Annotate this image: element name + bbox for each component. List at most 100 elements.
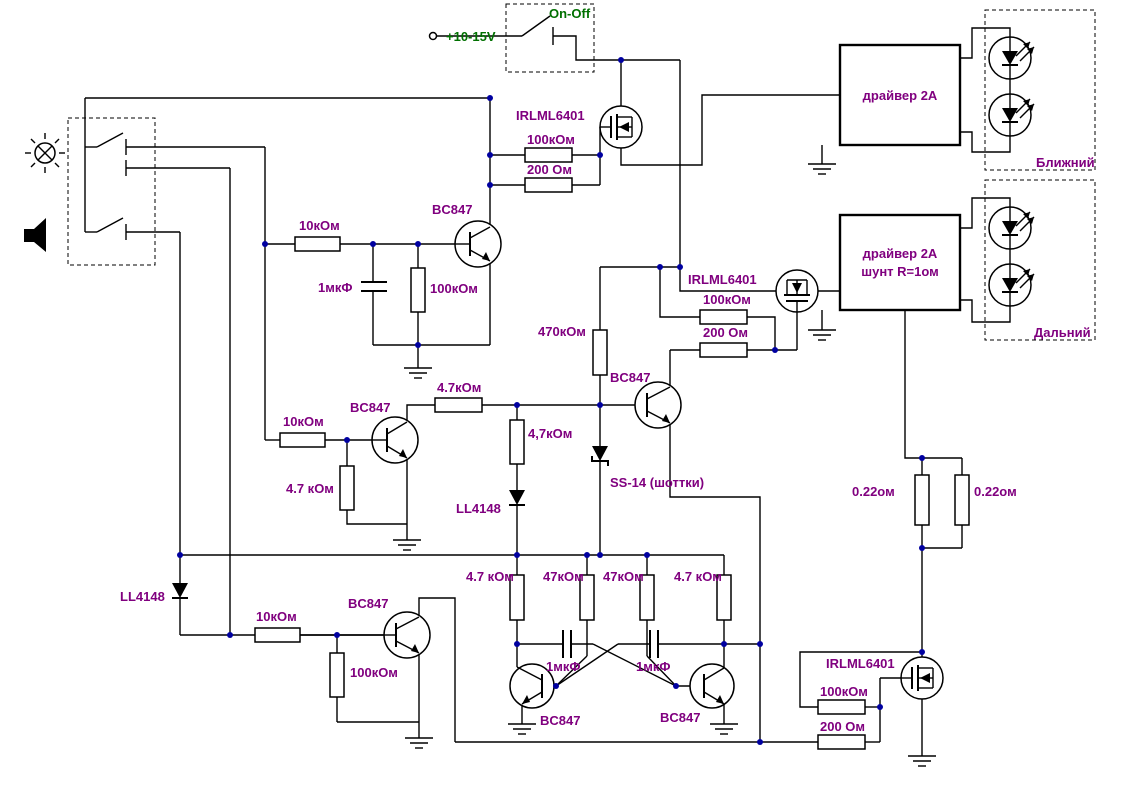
capacitor-c2: [649, 630, 659, 658]
resistor-r16-label: 47кОм: [603, 569, 644, 584]
handlebar-controls-box: [67, 117, 156, 266]
resistor-r21-label: 0.22ом: [974, 484, 1017, 499]
diode-d2: [509, 490, 525, 506]
resistor-r19: [817, 734, 866, 750]
horn-icon: [24, 218, 46, 252]
diode-d3-schottky: [591, 446, 609, 466]
resistor-r20: [914, 474, 930, 526]
diode-d1-label: LL4148: [120, 589, 165, 604]
driver-low-beam-block: [838, 43, 962, 147]
resistor-r21: [954, 474, 970, 526]
mosfet-m1-label: IRLML6401: [516, 108, 585, 123]
capacitor-c3: [361, 281, 387, 292]
resistor-r18: [817, 699, 866, 715]
resistor-r9: [434, 397, 483, 413]
transistor-q3-label: BC847: [610, 370, 650, 385]
led-3: [988, 206, 1035, 250]
onoff-switch-box: [505, 3, 595, 73]
capacitor-c1: [562, 630, 572, 658]
resistor-r11-label: 4.7 кОм: [286, 481, 334, 496]
resistor-bodies: [254, 147, 970, 750]
mosfet-m3-label: IRLML6401: [826, 656, 895, 671]
resistor-r18-label: 100кОм: [820, 684, 868, 699]
resistor-r16: [639, 574, 655, 621]
resistor-r19-label: 200 Ом: [820, 719, 865, 734]
transistor-q4-label: BC847: [348, 596, 388, 611]
beam-low-label: Ближний: [1036, 155, 1095, 170]
driver-high-label-2: шунт R=1ом: [861, 264, 939, 279]
resistor-r1: [524, 147, 573, 163]
transistor-q1-label: BC847: [432, 202, 472, 217]
ground-icon: [508, 723, 536, 735]
mosfet-m3: [900, 656, 944, 700]
resistor-r12: [254, 627, 301, 643]
resistor-r14: [509, 574, 525, 621]
resistor-r15-label: 47кОм: [543, 569, 584, 584]
resistor-r15: [579, 574, 595, 621]
resistor-r1-label: 100кОм: [527, 132, 575, 147]
resistor-r7: [592, 329, 608, 376]
ground-icon: [908, 755, 936, 767]
capacitor-c3-label: 1мкФ: [318, 280, 352, 295]
driver-low-label: драйвер 2А: [863, 88, 938, 103]
driver-high-label-1: драйвер 2А: [863, 246, 938, 261]
high-beam-led-box: [984, 179, 1096, 341]
ground-icon: [405, 737, 433, 749]
transistor-q2: [371, 416, 419, 464]
resistor-r20-label: 0.22ом: [852, 484, 895, 499]
headlight-icon: [25, 133, 65, 173]
ground-icon: [808, 329, 836, 341]
resistor-r8: [279, 432, 326, 448]
ground-icon: [393, 539, 421, 551]
mosfet-m1: [599, 105, 643, 149]
resistor-r13: [329, 652, 345, 698]
led-2: [988, 93, 1035, 137]
low-beam-led-box: [984, 9, 1096, 171]
resistor-r6: [699, 342, 748, 358]
resistor-r4: [410, 267, 426, 313]
transistor-q3: [634, 381, 682, 429]
driver-high-beam-block: [838, 213, 962, 312]
transistor-q1: [454, 220, 502, 268]
mosfet-m2-label: IRLML6401: [688, 272, 757, 287]
resistor-r3: [294, 236, 341, 252]
resistor-r3-label: 10кОм: [299, 218, 340, 233]
resistor-r10-label: 4,7кОм: [528, 426, 572, 441]
resistor-r8-label: 10кОм: [283, 414, 324, 429]
resistor-r12-label: 10кОм: [256, 609, 297, 624]
ground-icons: [393, 163, 936, 767]
resistor-r2: [524, 177, 573, 193]
ground-icon: [808, 163, 836, 175]
ground-icon: [710, 723, 738, 735]
resistor-r2-label: 200 Ом: [527, 162, 572, 177]
ground-icon: [404, 367, 432, 379]
resistor-r17: [716, 574, 732, 621]
resistor-r13-label: 100кОм: [350, 665, 398, 680]
mosfet-m2: [775, 269, 819, 313]
beam-high-label: Дальний: [1034, 325, 1091, 340]
resistor-r4-label: 100кОм: [430, 281, 478, 296]
diode-d2-label: LL4148: [456, 501, 501, 516]
resistor-r6-label: 200 Ом: [703, 325, 748, 340]
led-1: [988, 36, 1035, 80]
power-terminal: [428, 31, 438, 41]
junction-dots: [177, 57, 925, 745]
resistor-r9-label: 4.7кОм: [437, 380, 481, 395]
diode-d1: [172, 583, 188, 599]
transistor-q6-label: BC847: [660, 710, 700, 725]
led-4: [988, 263, 1035, 307]
diode-d3-label: SS-14 (шоттки): [610, 475, 704, 490]
transistor-q5-label: BC847: [540, 713, 580, 728]
transistor-q6: [689, 663, 735, 709]
resistor-r14-label: 4.7 кОм: [466, 569, 514, 584]
resistor-r7-label: 470кОм: [538, 324, 586, 339]
resistor-r17-label: 4.7 кОм: [674, 569, 722, 584]
transistor-q4: [383, 611, 431, 659]
resistor-r11: [339, 465, 355, 511]
resistor-r10: [509, 419, 525, 465]
power-label: +10-15V: [446, 29, 496, 44]
transistor-q2-label: BC847: [350, 400, 390, 415]
resistor-r5: [699, 309, 748, 325]
